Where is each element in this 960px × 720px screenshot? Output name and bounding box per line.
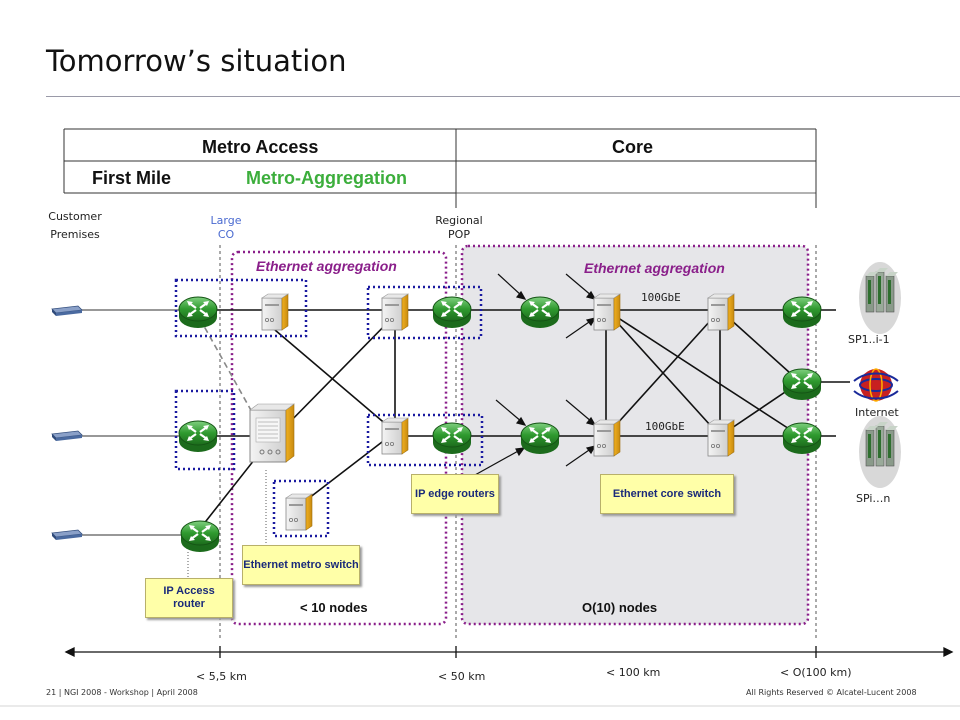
- chassis-switch: [249, 403, 295, 463]
- ethernet-metro-switch: [285, 493, 313, 531]
- ip-edge-routers-callout: IP edge routers: [411, 474, 499, 514]
- core-router-top: [519, 295, 561, 330]
- header-table-lines: [63, 128, 817, 208]
- title-divider: [46, 96, 960, 97]
- footer-left: 21 | NGI 2008 - Workshop | April 2008: [46, 688, 198, 697]
- callout-lines: [187, 470, 267, 578]
- eth-agg-right-label: Ethernet aggregation: [584, 260, 725, 276]
- distance-axis: [64, 646, 954, 658]
- agg-switch-bottom: [381, 417, 409, 455]
- sp-top-server-icon: [858, 261, 902, 335]
- edge-router-bottom: [431, 421, 473, 456]
- large-co-label: Large CO: [210, 214, 242, 241]
- distance-3: < 100 km: [606, 666, 661, 679]
- customer-premises-label: Customer Premises: [48, 210, 102, 241]
- access-router-3: [179, 519, 221, 554]
- metro-aggregation-label: Metro-Aggregation: [246, 168, 407, 188]
- core-label: Core: [612, 137, 654, 157]
- traffic-arrows: [465, 273, 597, 481]
- core-switch-4: [707, 419, 735, 457]
- links: [66, 309, 850, 536]
- core-router-bottom: [519, 421, 561, 456]
- footer-right: All Rights Reserved © Alcatel-Lucent 200…: [746, 688, 917, 697]
- internet-label: Internet: [855, 406, 899, 419]
- ethernet-metro-switch-callout: Ethernet metro switch: [242, 545, 360, 585]
- metro-access-label: Metro Access: [202, 137, 319, 157]
- distance-1: < 5,5 km: [196, 670, 247, 683]
- first-mile-label: First Mile: [92, 168, 172, 188]
- peer-router-mid: [781, 367, 823, 402]
- nodes-right-label: O(10) nodes: [582, 600, 658, 615]
- ip-access-router-callout: IP Access router: [145, 578, 233, 618]
- nodes-left-label: < 10 nodes: [300, 600, 368, 615]
- sp-bottom-server-icon: [858, 415, 902, 489]
- page-title: Tomorrow’s situation: [46, 44, 347, 78]
- distance-4: < O(100 km): [780, 666, 852, 679]
- link-100g-bottom: 100GbE: [645, 420, 685, 433]
- eth-agg-left-label: Ethernet aggregation: [256, 258, 397, 274]
- link-100g-top: 100GbE: [641, 291, 681, 304]
- ethernet-core-switch-callout: Ethernet core switch: [600, 474, 734, 514]
- sp-top-label: SP1..i-1: [848, 333, 890, 346]
- peer-router-top: [781, 295, 823, 330]
- sp-bottom-label: SPi…n: [856, 492, 891, 505]
- access-router-1: [177, 295, 219, 330]
- customer-modem-3: [51, 529, 83, 541]
- core-switch-1: [593, 293, 621, 331]
- peer-router-bottom: [781, 421, 823, 456]
- core-region: [460, 244, 810, 626]
- regional-pop-label: Regional POP: [435, 214, 483, 241]
- edge-router-top: [431, 295, 473, 330]
- customer-modem-1: [51, 305, 83, 317]
- metro-switch-top: [261, 293, 289, 331]
- access-router-2: [177, 419, 219, 454]
- agg-switch-top: [381, 293, 409, 331]
- customer-modem-2: [51, 430, 83, 442]
- internet-globe-icon: [853, 368, 899, 402]
- distance-2: < 50 km: [438, 670, 486, 683]
- core-switch-3: [707, 293, 735, 331]
- core-switch-2: [593, 419, 621, 457]
- blue-groups: [174, 278, 484, 538]
